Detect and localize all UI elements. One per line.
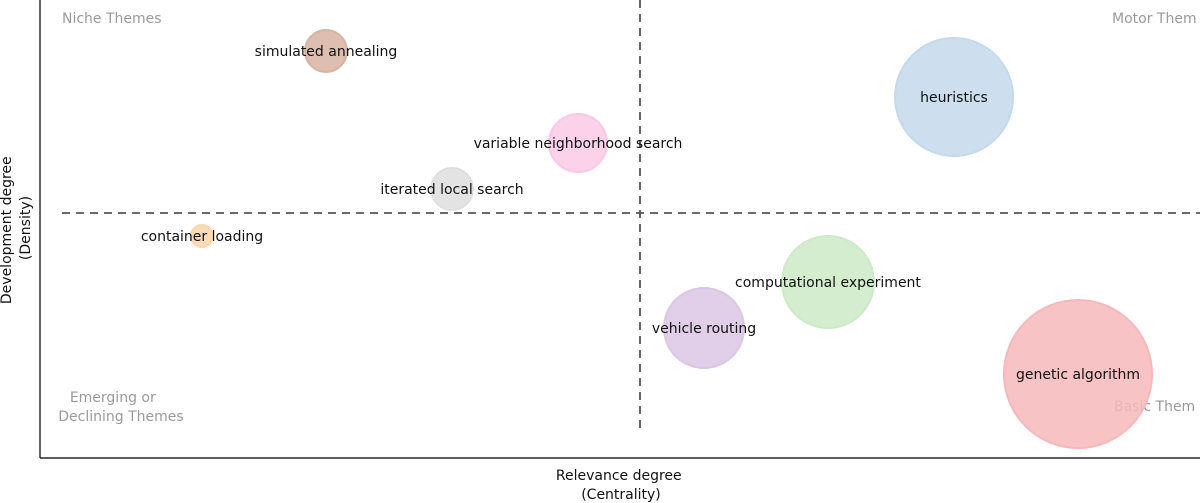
bubble-label-container-loading: container loading	[141, 229, 263, 245]
quadrant-line: Niche Themes	[62, 11, 162, 27]
bubble-label-iterated-local-search: iterated local search	[380, 182, 523, 198]
x-axis-label-line: Relevance degree	[556, 468, 682, 484]
bubble-variable-neighborhood-search	[548, 113, 608, 173]
bubble-vehicle-routing	[663, 287, 745, 369]
bubble-computational-experiment	[781, 235, 875, 329]
bubble-label-vehicle-routing: vehicle routing	[652, 321, 756, 337]
quadrant-line: Motor Them	[1112, 11, 1197, 27]
y-axis-label: Development degree (Density)	[0, 152, 34, 304]
bubble-genetic-algorithm	[1003, 299, 1153, 449]
bubble-simulated-annealing	[304, 29, 348, 73]
bubble-iterated-local-search	[430, 167, 474, 211]
x-axis-label-line: (Centrality)	[581, 487, 661, 503]
y-axis-label-line: (Density)	[18, 196, 34, 260]
quadrant-label-top-right: Motor Them	[1112, 11, 1197, 27]
quadrant-line: Declining Themes	[58, 409, 183, 425]
bubble-label-simulated-annealing: simulated annealing	[255, 44, 398, 60]
bubble-container-loading	[190, 224, 214, 248]
quadrant-label-bottom-left: Emerging or Declining Themes	[58, 390, 183, 425]
x-axis-label: Relevance degree (Centrality)	[556, 468, 686, 503]
bubble-label-genetic-algorithm: genetic algorithm	[1016, 367, 1140, 383]
bubble-label-heuristics: heuristics	[920, 90, 988, 106]
quadrant-label-top-left: Niche Themes	[62, 11, 162, 27]
bubble-layer: simulated annealing variable neighborhood…	[141, 29, 1153, 449]
bubble-heuristics	[894, 37, 1014, 157]
bubble-label-variable-neighborhood-search: variable neighborhood search	[474, 136, 683, 152]
y-axis-label-line: Development degree	[0, 156, 15, 304]
bubble-label-computational-experiment: computational experiment	[735, 275, 921, 291]
quadrant-line: Emerging or	[70, 390, 156, 406]
